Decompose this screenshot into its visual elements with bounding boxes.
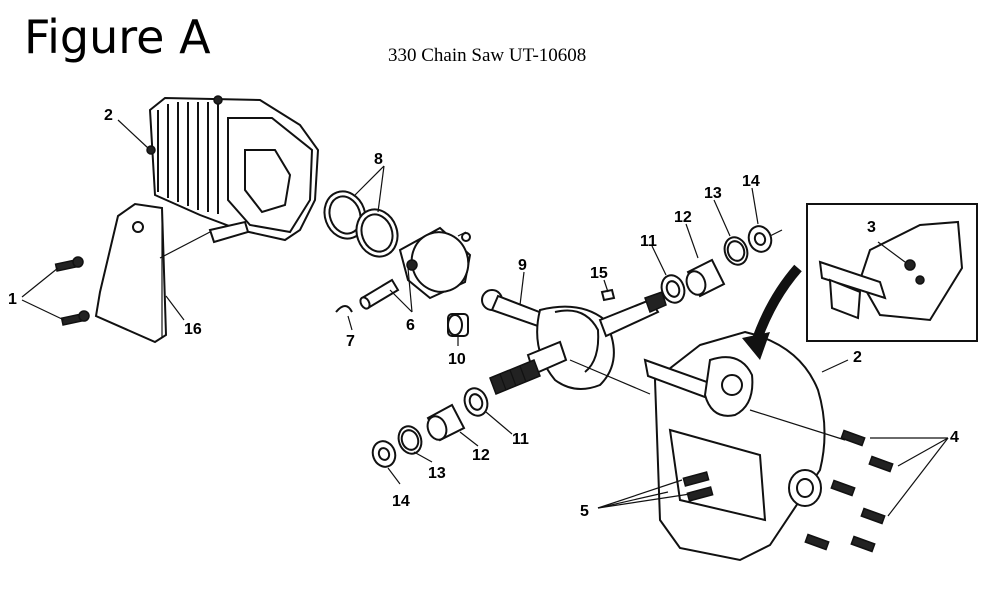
callout-8: 8 [374,151,383,168]
lower-bearing-stack-part [371,387,489,468]
figure-title: Figure A [24,10,211,64]
diagram-subtitle: 330 Chain Saw UT-10608 [388,45,587,66]
upper-bearing-stack-part [660,225,773,304]
heat-shield-part [94,202,168,344]
callout-4: 4 [950,429,959,446]
callout-3: 3 [867,219,876,236]
piston-part [398,226,472,300]
woodruff-key-part [600,288,616,302]
callout-leaders [21,119,949,517]
callout-6: 6 [406,317,415,334]
callout-15: 15 [590,265,608,282]
callout-13-lower: 13 [428,465,446,482]
shield-screws-part [54,256,90,326]
crankcase-bolts-part [804,429,894,553]
callout-5: 5 [580,503,589,520]
needle-bearing-part [447,313,469,337]
callout-7: 7 [346,333,355,350]
callout-12-lower: 12 [472,447,490,464]
callout-13-upper: 13 [704,185,722,202]
callout-9: 9 [518,257,527,274]
pin-clip-part [335,305,353,313]
callout-16: 16 [184,321,202,338]
callout-11-upper: 11 [640,233,657,250]
piston-rings-part [323,190,399,258]
callout-2-cylinder: 2 [104,107,113,124]
assembly-axis-lines [159,229,846,441]
callout-14-upper: 14 [742,173,760,190]
crankshaft-part [481,289,667,395]
inset-detail-box [806,203,978,342]
callout-2-crankcase: 2 [853,349,862,366]
callout-1: 1 [8,291,17,308]
piston-pin-part [359,278,400,310]
cylinder-part [146,95,320,244]
callout-10: 10 [448,351,466,368]
callout-11-lower: 11 [512,431,529,448]
callout-14-lower: 14 [392,493,410,510]
callout-12-upper: 12 [674,209,692,226]
inset-pointer-arrow [742,264,802,360]
crankcase-part [643,330,826,562]
